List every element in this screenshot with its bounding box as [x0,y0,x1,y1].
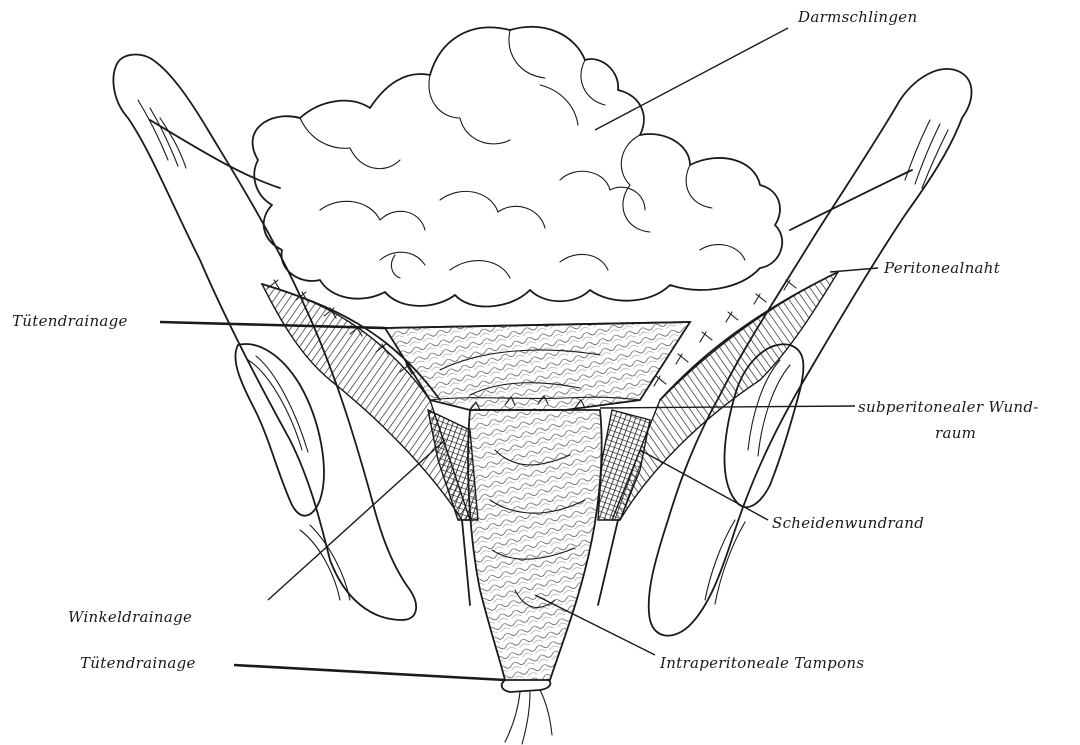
intestinal-loops [253,27,783,307]
label-scheidenwundrand: Scheidenwundrand [772,514,924,532]
right-pelvic-bone [649,69,972,636]
central-tampon-tube [462,410,618,744]
label-subperitonealer-wundraum-line2: raum [935,424,976,442]
label-tuetendrainage-bottom: Tütendrainage [80,654,196,672]
label-intraperitoneale-tampons: Intraperitoneale Tampons [659,654,864,672]
label-winkeldrainage: Winkeldrainage [68,608,192,626]
label-peritonealnaht: Peritonealnaht [883,259,1001,277]
left-ligament-outline [150,120,280,188]
label-subperitonealer-wundraum-line1: subperitonealer Wund- [858,398,1039,416]
label-tuetendrainage-top: Tütendrainage [12,312,128,330]
label-darmschlingen: Darmschlingen [797,8,917,26]
upper-bag-drain [385,322,690,410]
